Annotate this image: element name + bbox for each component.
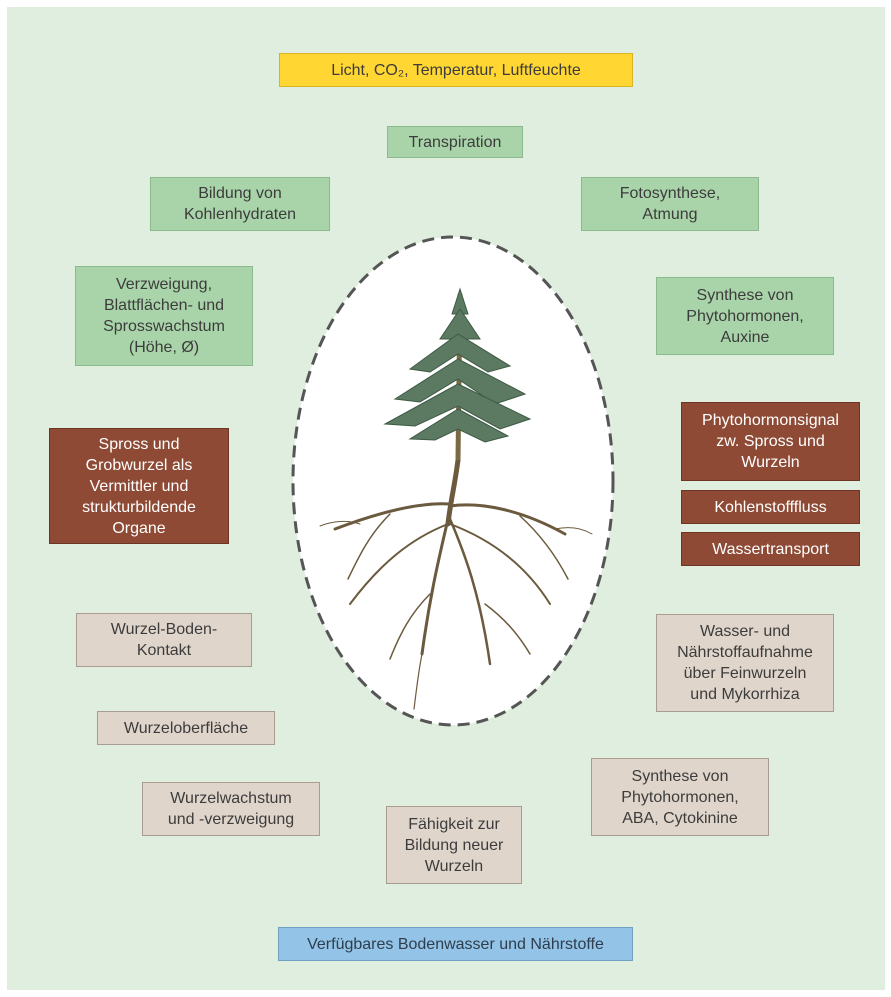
seedling-illustration [291,235,615,727]
root-soil-contact-box: Wurzel-Boden- Kontakt [76,613,252,667]
aba-synthesis-box: Synthese von Phytohormonen, ABA, Cytokin… [591,758,769,836]
transpiration-box: Transpiration [387,126,523,158]
spruce-foliage-icon [383,287,532,443]
shoot-growth-box: Verzweigung, Blattflächen- und Sprosswac… [75,266,253,366]
water-transport-box: Wassertransport [681,532,860,566]
soil-factors-box: Verfügbares Bodenwasser und Nährstoffe [278,927,633,961]
root-growth-box: Wurzelwachstum und -verzweigung [142,782,320,836]
photosynthesis-box: Fotosynthese, Atmung [581,177,759,231]
new-root-formation-box: Fähigkeit zur Bildung neuer Wurzeln [386,806,522,884]
carbohydrate-formation-box: Bildung von Kohlenhydraten [150,177,330,231]
root-surface-box: Wurzeloberfläche [97,711,275,745]
water-nutrient-uptake-box: Wasser- und Nährstoffaufnahme über Feinw… [656,614,834,712]
shoot-root-organs-box: Spross und Grobwurzel als Vermittler und… [49,428,229,544]
roots-icon [319,457,593,710]
auxin-synthesis-box: Synthese von Phytohormonen, Auxine [656,277,834,355]
hormone-signal-box: Phytohormonsignal zw. Spross und Wurzeln [681,402,860,481]
carbon-flow-box: Kohlenstofffluss [681,490,860,524]
atmosphere-factors-box: Licht, CO₂, Temperatur, Luftfeuchte [279,53,633,87]
